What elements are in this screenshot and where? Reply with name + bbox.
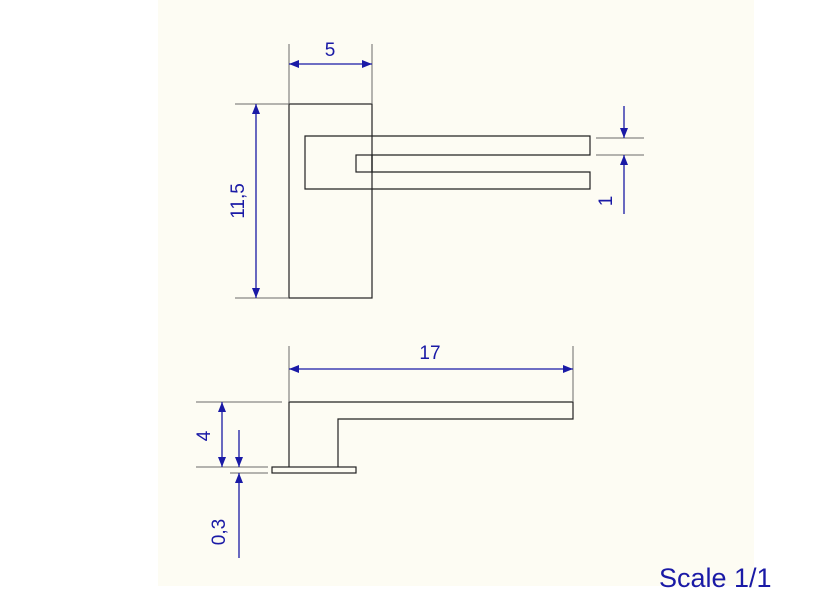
dimension-label-side-height: 4 [194,430,215,441]
dimension-plate-thickness: 0,3 [209,430,268,558]
dimension-label-front-height: 11,5 [228,183,249,219]
dimension-front-height: 11,5 [228,103,289,299]
dimension-label-bar-thickness: 1 [596,196,617,207]
dimension-label-side-length: 17 [419,343,440,364]
handle-inner-slot [355,154,373,173]
dimension-side-length: 17 [288,343,574,402]
mounting-plate [271,466,357,474]
dimension-side-height: 4 [194,401,282,468]
paper-background [158,0,754,586]
dimension-label-plate-thickness: 0,3 [209,519,230,545]
dimension-label-front-width: 5 [325,40,336,61]
lever-side-outline [288,401,574,467]
front-view [288,103,591,299]
side-view [271,401,574,474]
scale-label: Scale 1/1 [659,563,772,593]
dimension-front-width: 5 [288,40,373,104]
dimension-bar-thickness: 1 [596,106,644,214]
backplate-outline [288,103,373,299]
